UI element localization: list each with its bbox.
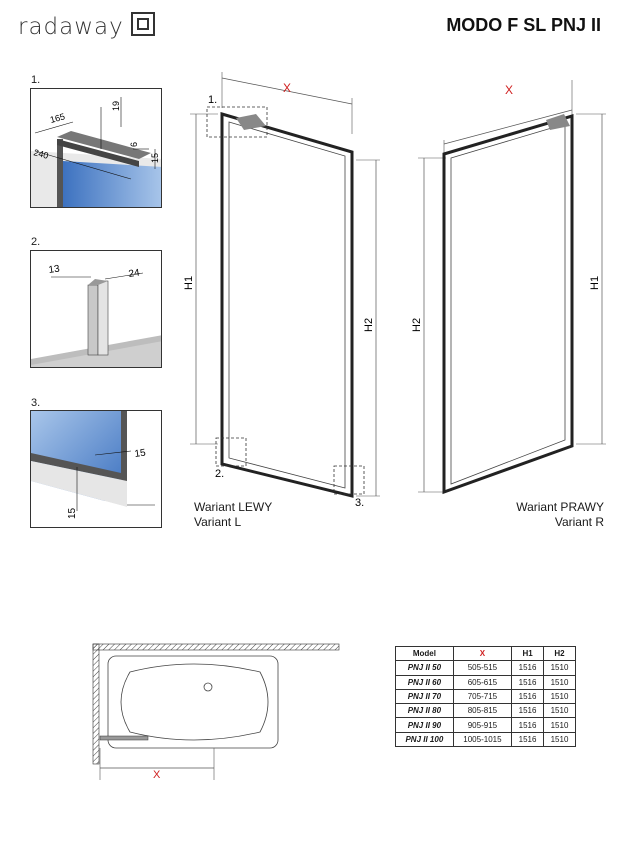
- table-row: PNJ II 80 805-815 1516 1510: [395, 703, 576, 719]
- left-variant-line1: Wariant LEWY: [194, 500, 273, 514]
- left-callout-1: 1.: [208, 94, 217, 106]
- table-header-model: Model: [395, 645, 454, 662]
- brand-logo-icon: [131, 12, 155, 36]
- table-cell-h1: 1516: [511, 717, 545, 733]
- table-cell-h1: 1516: [511, 660, 545, 676]
- detail-1-dim-6: 6: [129, 142, 139, 147]
- bathtub-outline: [107, 655, 279, 749]
- table-cell-h1: 1516: [511, 703, 545, 719]
- detail-1-dim-165: 165: [49, 111, 66, 125]
- product-title: MODO F SL PNJ II: [446, 15, 601, 35]
- detail-1-frame: 165 19 240 6 15: [30, 88, 162, 208]
- table-cell-h2: 1510: [543, 674, 576, 690]
- detail-1-dim-240: 240: [32, 147, 49, 161]
- detail-3-dim-15-horizontal: 15: [134, 447, 147, 460]
- table-cell-h2: 1510: [543, 717, 576, 733]
- table-cell-h2: 1510: [543, 660, 576, 676]
- left-callout-box-2: [215, 437, 247, 467]
- right-variant-line2: Variant R: [554, 515, 604, 529]
- left-callout-box-1: [206, 106, 268, 138]
- table-cell-h1: 1516: [511, 688, 545, 705]
- table-cell-x: 605-615: [452, 674, 513, 690]
- left-variant-caption: Wariant LEWY Variant L: [194, 500, 272, 530]
- table-cell-model: PNJ II 50: [395, 660, 454, 676]
- detail-2-drawing: 13 24: [31, 263, 161, 367]
- left-h2-label: H2: [363, 318, 375, 332]
- table-row: PNJ II 50 505-515 1516 1510: [395, 660, 576, 676]
- table-cell-h1: 1516: [511, 674, 545, 690]
- table-row: PNJ II 90 905-915 1516 1510: [395, 717, 576, 733]
- table-cell-x: 805-815: [452, 703, 513, 719]
- table-cell-x: 905-915: [452, 717, 513, 733]
- table-header-x: X: [452, 645, 513, 662]
- table-cell-model: PNJ II 70: [395, 688, 454, 705]
- brand-logo-text: radaway: [18, 14, 124, 40]
- left-h1-label: H1: [183, 276, 195, 290]
- table-cell-model: PNJ II 80: [395, 703, 454, 719]
- bathtub-basin: [120, 663, 269, 741]
- detail-1-dim-19: 19: [111, 101, 121, 111]
- table-cell-model: PNJ II 90: [395, 717, 454, 733]
- detail-2-dim-24: 24: [128, 267, 141, 280]
- left-x-label: X: [283, 81, 291, 95]
- right-x-dimension-line: [443, 109, 573, 145]
- left-glass-panel: [220, 111, 354, 498]
- detail-1-number: 1.: [31, 74, 41, 86]
- detail-3-drawing: 15 15: [31, 411, 155, 527]
- table-cell-h2: 1510: [543, 703, 576, 719]
- right-variant-line1: Wariant PRAWY: [516, 500, 604, 514]
- plan-wall-left: [92, 643, 100, 765]
- detail-2-number: 2.: [31, 236, 41, 248]
- table-cell-model: PNJ II 100: [395, 731, 454, 748]
- dimension-table: Model X H1 H2 PNJ II 50 505-515 1516 151…: [395, 645, 576, 748]
- plan-x-label: X: [153, 769, 161, 781]
- bathtub-drain: [203, 682, 213, 692]
- table-row: PNJ II 100 1005-1015 1516 1510: [395, 731, 576, 748]
- table-cell-x: 505-515: [452, 660, 513, 676]
- table-header-row: Model X H1 H2: [395, 645, 576, 662]
- detail-3-dim-15-vertical: 15: [67, 507, 78, 519]
- detail-1-drawing: 165 19 240 6 15: [31, 97, 161, 207]
- left-callout-3: 3.: [355, 497, 364, 509]
- table-cell-model: PNJ II 60: [395, 674, 454, 690]
- table-row: PNJ II 60 605-615 1516 1510: [395, 674, 576, 690]
- detail-3-frame: 15 15: [30, 410, 162, 528]
- right-variant-caption: Wariant PRAWY Variant R: [516, 500, 604, 530]
- left-variant-line2: Variant L: [194, 515, 242, 529]
- table-cell-h2: 1510: [543, 731, 576, 748]
- table-header-h1: H1: [511, 645, 545, 662]
- right-glass-panel: [442, 113, 574, 495]
- detail-2-frame: 13 24: [30, 250, 162, 368]
- plan-glass-panel: [99, 735, 149, 741]
- table-cell-h2: 1510: [543, 688, 576, 705]
- right-h1-label: H1: [589, 276, 601, 290]
- bathtub-plan-view: X: [92, 643, 340, 781]
- table-row: PNJ II 70 705-715 1516 1510: [395, 688, 576, 705]
- right-variant-drawing: X H2 H1: [411, 80, 606, 495]
- detail-1-dim-15: 15: [150, 153, 160, 163]
- detail-2-dim-13: 13: [48, 263, 61, 276]
- table-cell-x: 1005-1015: [452, 731, 513, 748]
- plan-wall-top: [92, 643, 340, 651]
- left-x-dimension-line: [221, 77, 353, 105]
- table-header-h2: H2: [543, 645, 576, 662]
- right-h2-label: H2: [411, 318, 423, 332]
- left-variant-drawing: X H1 H2 1. 2. 3.: [183, 72, 380, 509]
- left-callout-2: 2.: [215, 468, 224, 480]
- detail-3-number: 3.: [31, 397, 41, 409]
- left-callout-box-3: [333, 465, 365, 495]
- table-cell-x: 705-715: [452, 688, 513, 705]
- right-x-label: X: [505, 83, 513, 97]
- table-cell-h1: 1516: [511, 731, 545, 748]
